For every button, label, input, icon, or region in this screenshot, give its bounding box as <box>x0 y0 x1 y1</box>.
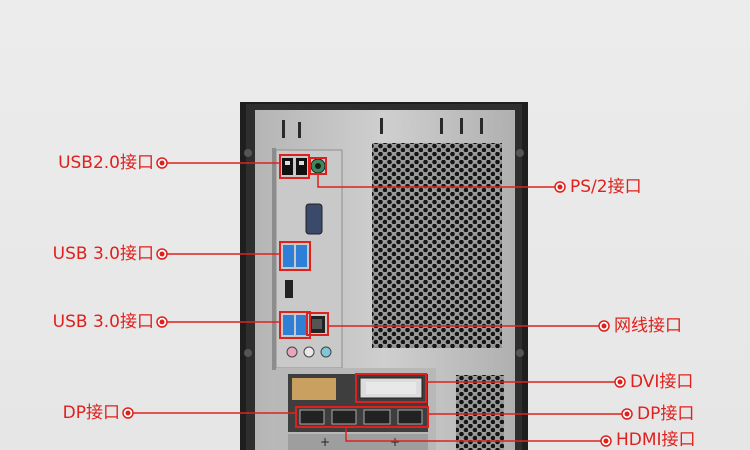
svg-text:+: + <box>320 435 330 449</box>
label-usb30-bottom: USB 3.0接口 <box>52 312 154 332</box>
label-dp-left: DP接口 <box>62 403 120 423</box>
label-ps2: PS/2接口 <box>570 177 642 197</box>
label-lan: 网线接口 <box>614 316 682 336</box>
fan-grille <box>372 143 502 348</box>
label-usb30-top: USB 3.0接口 <box>52 244 154 264</box>
label-usb20: USB2.0接口 <box>58 153 154 173</box>
label-dvi: DVI接口 <box>630 372 694 392</box>
svg-text:+: + <box>390 435 400 449</box>
label-dp-right: DP接口 <box>637 404 695 424</box>
label-hdmi: HDMI接口 <box>616 430 696 450</box>
